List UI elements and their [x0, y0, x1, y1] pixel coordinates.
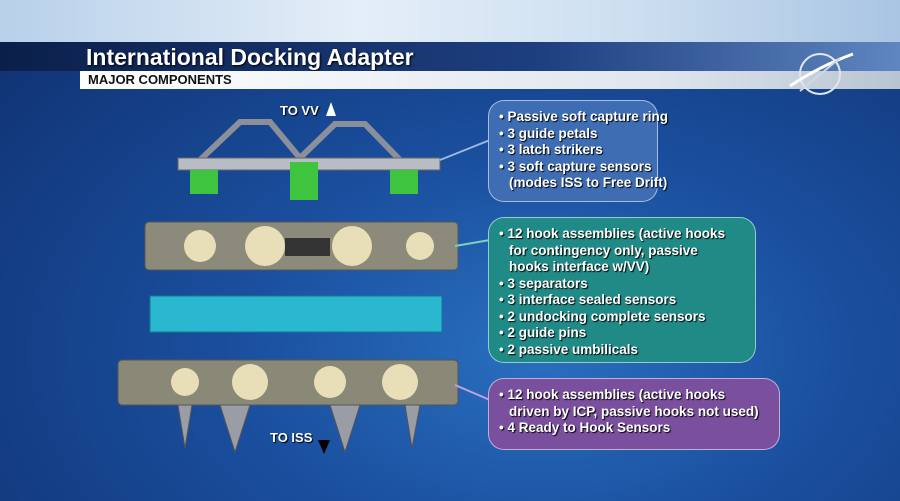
- arrow-down-icon: [318, 440, 330, 454]
- to-vv-label: TO VV: [280, 103, 319, 118]
- callout-line: • Passive soft capture ring: [499, 109, 669, 124]
- callout-line: • 2 passive umbilicals: [499, 341, 639, 357]
- callout-line: • 4 Ready to Hook Sensors: [499, 420, 671, 435]
- soft-capture-callout: • Passive soft capture ring • 3 guide pe…: [488, 100, 669, 202]
- callout-line: • 12 hook assemblies (active hooks: [499, 387, 726, 402]
- callout-line: • 3 guide petals: [499, 125, 598, 141]
- callout-line: • 2 undocking complete sensors: [499, 308, 706, 324]
- lower-hook-ring: [117, 359, 491, 454]
- callout-line: driven by ICP, passive hooks not used): [509, 403, 759, 419]
- callout-line: • 2 guide pins: [499, 325, 587, 340]
- callout-line: • 3 latch strikers: [499, 142, 603, 157]
- callout-line: for contingency only, passive: [509, 242, 698, 258]
- to-iss-label: TO ISS: [270, 430, 313, 445]
- separator-ring: [149, 295, 443, 333]
- callout-line: • 12 hook assemblies (active hooks: [499, 226, 726, 241]
- callout-line: • 3 interface sealed sensors: [499, 292, 677, 307]
- callout-line: (modes ISS to Free Drift): [509, 175, 668, 190]
- title-bar: [0, 42, 900, 71]
- slide-title: International Docking Adapter: [86, 44, 414, 70]
- upper-hook-ring: [144, 221, 491, 271]
- arrow-up-icon: [326, 102, 336, 116]
- nasa-logo-icon: [789, 52, 854, 95]
- callout-line: • 3 soft capture sensors: [499, 158, 652, 174]
- slide-subtitle: MAJOR COMPONENTS: [88, 72, 232, 87]
- upper-hooks-callout: • 12 hook assemblies (active hooks for c…: [488, 217, 756, 363]
- callout-line: hooks interface w/VV): [509, 259, 650, 274]
- callout-line: • 3 separators: [499, 275, 588, 291]
- soft-capture-ring: [177, 119, 491, 200]
- subtitle-bar: [80, 71, 900, 89]
- sky-background: [0, 0, 900, 44]
- lower-hooks-callout: • 12 hook assemblies (active hooks drive…: [488, 378, 780, 450]
